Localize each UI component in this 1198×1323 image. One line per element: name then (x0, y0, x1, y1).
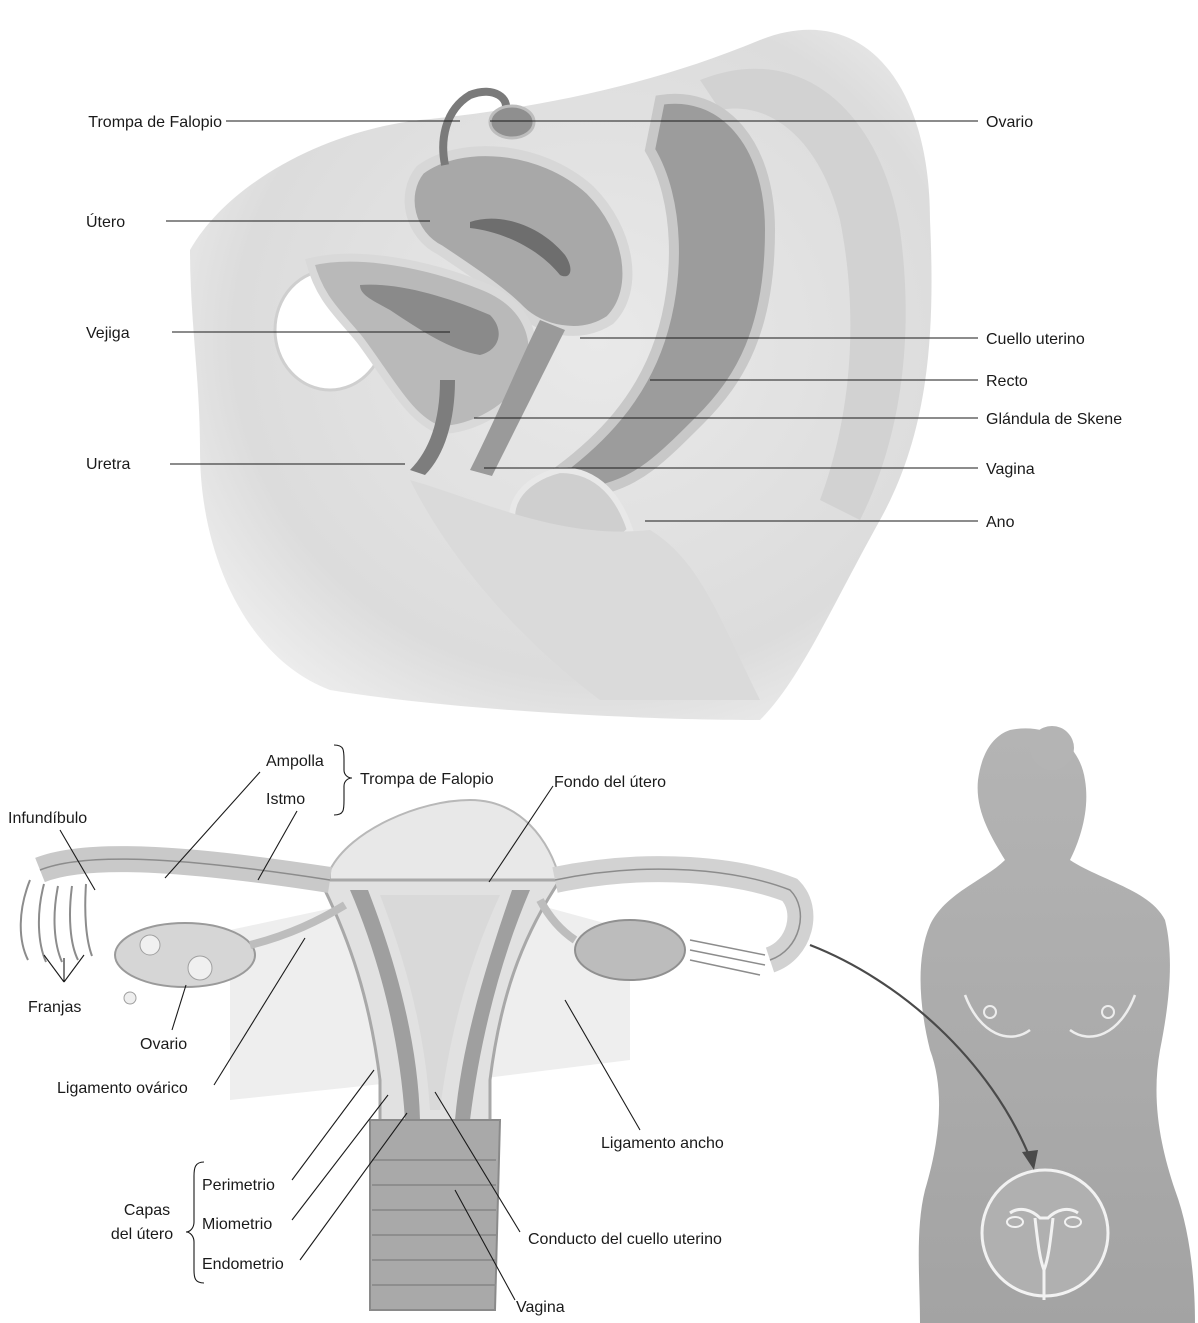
label-vagina-bottom: Vagina (516, 1299, 565, 1316)
leader-franjas-c (64, 955, 84, 982)
label-franjas: Franjas (28, 999, 81, 1016)
label-ovario: Ovario (986, 114, 1033, 131)
label-utero: Útero (86, 212, 125, 231)
ovary-shape (490, 106, 534, 138)
label-endometrio: Endometrio (202, 1256, 284, 1273)
label-ligamento-ovarico: Ligamento ovárico (57, 1080, 188, 1097)
brace-trompa (334, 745, 352, 815)
vagina-tube-shape (370, 1120, 500, 1310)
label-capas: Capas (124, 1202, 170, 1219)
label-ovario-bottom: Ovario (140, 1036, 187, 1053)
right-ovary-shape (575, 920, 685, 980)
label-vagina: Vagina (986, 461, 1035, 478)
leader-ovario-bottom (172, 985, 186, 1030)
label-ano: Ano (986, 514, 1015, 531)
label-conducto-cuello-uterino: Conducto del cuello uterino (528, 1231, 722, 1248)
label-perimetrio: Perimetrio (202, 1177, 275, 1194)
label-ligamento-ancho: Ligamento ancho (601, 1135, 724, 1152)
label-ampolla: Ampolla (266, 753, 324, 770)
released-ovum (124, 992, 136, 1004)
label-infundibulo: Infundíbulo (8, 810, 87, 827)
label-recto: Recto (986, 373, 1028, 390)
label-miometrio: Miometrio (202, 1216, 272, 1233)
label-cuello-uterino: Cuello uterino (986, 331, 1085, 348)
female-silhouette (919, 726, 1195, 1323)
hair-bun (1030, 726, 1074, 770)
left-ovary-shape (115, 923, 255, 987)
right-fimbriae-shape (690, 940, 765, 975)
label-glandula-de-skene: Glándula de Skene (986, 411, 1122, 428)
label-del-utero: del útero (111, 1226, 173, 1243)
label-istmo: Istmo (266, 791, 305, 808)
label-vejiga: Vejiga (86, 325, 130, 342)
follicle-2 (188, 956, 212, 980)
sagittal-section-illustration (190, 30, 932, 720)
uterine-fundus-shape (330, 800, 560, 880)
follicle-1 (140, 935, 160, 955)
fimbriae-shape (21, 880, 92, 962)
label-trompa-de-falopio: Trompa de Falopio (88, 114, 222, 131)
label-trompa-de-falopio-bottom: Trompa de Falopio (360, 771, 494, 788)
label-fondo-del-utero: Fondo del útero (554, 774, 666, 791)
label-uretra: Uretra (86, 456, 131, 473)
